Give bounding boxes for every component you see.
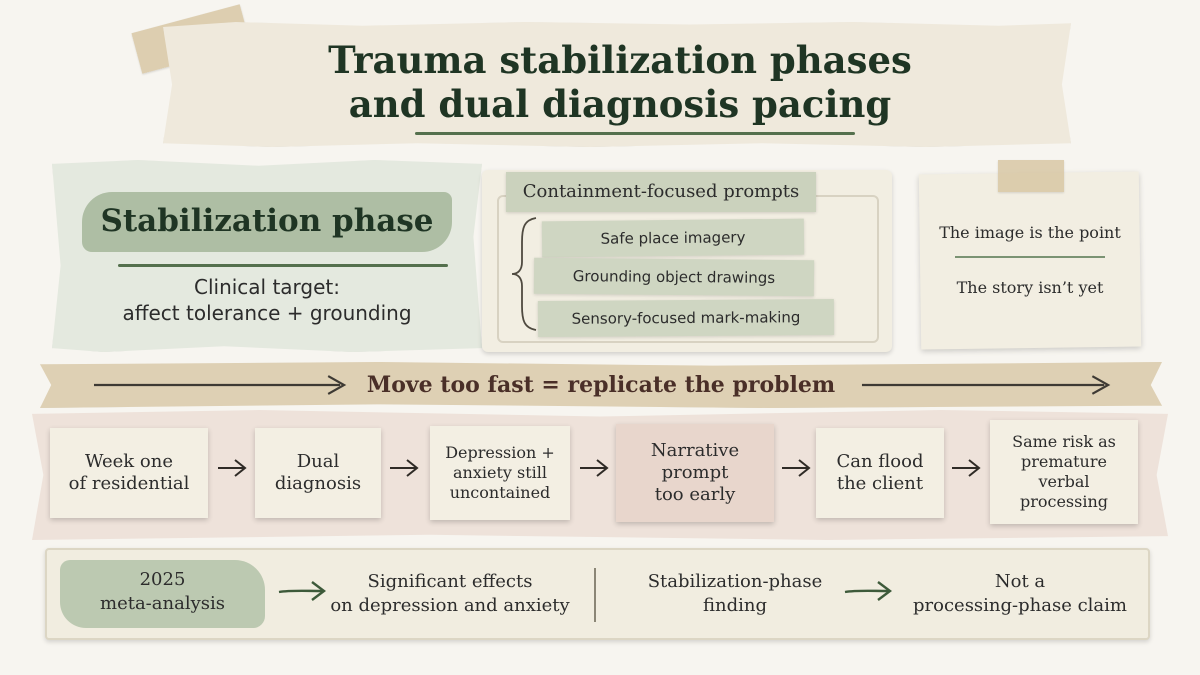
flow-step-1-line-1: Week one bbox=[84, 451, 174, 472]
containment-label: Containment-focused prompts bbox=[522, 181, 800, 202]
prompt-sensory: Sensory-focused mark-making bbox=[571, 308, 801, 328]
finding-line-2: finding bbox=[703, 595, 767, 616]
flow-arrow-icon bbox=[580, 459, 609, 477]
flow-arrow-icon bbox=[218, 459, 247, 477]
meta-analysis-year: 2025 bbox=[139, 569, 186, 590]
flow-step-4-line-2: prompt bbox=[661, 462, 729, 483]
flow-step-5-line-2: the client bbox=[836, 473, 924, 494]
finding-text: Stabilization-phase finding bbox=[630, 570, 840, 618]
title-line-1: Trauma stabilization phases bbox=[328, 38, 912, 82]
banner-right-arrow-icon bbox=[861, 375, 1111, 395]
flow-step-3-line-1: Depression + bbox=[445, 443, 555, 462]
meta-arrow-icon bbox=[278, 581, 326, 601]
prompt-grounding-object: Grounding object drawings bbox=[572, 267, 776, 287]
flow-step-dual-diagnosis: Dual diagnosis bbox=[255, 428, 381, 518]
prompt-strip-1: Safe place imagery bbox=[541, 218, 805, 258]
flow-step-2-line-1: Dual bbox=[296, 451, 340, 472]
flow-step-4-line-3: too early bbox=[654, 484, 736, 505]
effects-text: Significant effects on depression and an… bbox=[330, 570, 570, 618]
stabilization-heading-brushstroke bbox=[82, 192, 452, 252]
flow-arrow-icon bbox=[782, 459, 811, 477]
banner-left-arrow-icon bbox=[93, 375, 347, 395]
claim-text: Not a processing-phase claim bbox=[905, 570, 1135, 618]
banner-text: Move too fast = replicate the problem bbox=[366, 372, 836, 398]
stabilization-heading: Stabilization phase bbox=[100, 203, 434, 239]
title-paper bbox=[163, 22, 1071, 147]
flow-step-1-line-2: of residential bbox=[68, 473, 190, 494]
flow-step-2-line-2: diagnosis bbox=[274, 473, 362, 494]
title-underline bbox=[415, 132, 855, 135]
note-tape bbox=[998, 160, 1064, 192]
flow-step-can-flood: Can flood the client bbox=[816, 428, 944, 518]
meta-analysis-label: 2025 meta-analysis bbox=[60, 568, 265, 616]
flow-step-5-line-1: Can flood bbox=[836, 451, 924, 472]
quote-note bbox=[918, 171, 1142, 350]
flow-step-week-one: Week one of residential bbox=[50, 428, 208, 518]
flow-arrow-icon bbox=[390, 459, 419, 477]
curly-brace-icon bbox=[511, 217, 537, 331]
clinical-target-value: affect tolerance + grounding bbox=[122, 301, 412, 325]
flow-arrow-icon bbox=[952, 459, 981, 477]
flow-step-6-line-4: processing bbox=[1019, 492, 1109, 511]
page-title: Trauma stabilization phases and dual dia… bbox=[230, 38, 1010, 126]
containment-label-strip bbox=[506, 172, 816, 212]
meta-analysis-text: meta-analysis bbox=[100, 593, 225, 614]
prompt-strip-3: Sensory-focused mark-making bbox=[537, 298, 835, 338]
finding-line-1: Stabilization-phase bbox=[647, 571, 823, 592]
flow-row-background bbox=[32, 410, 1168, 540]
flow-step-3-line-2: anxiety still bbox=[453, 463, 547, 482]
effects-line-2: on depression and anxiety bbox=[330, 595, 570, 616]
note-line-1: The image is the point bbox=[939, 223, 1121, 242]
flow-step-4-line-1: Narrative bbox=[650, 440, 740, 461]
flow-step-same-risk: Same risk as premature verbal processing bbox=[990, 420, 1138, 524]
claim-line-1: Not a bbox=[994, 571, 1046, 592]
flow-step-6-line-3: verbal bbox=[1038, 472, 1090, 491]
clinical-target-label: Clinical target: bbox=[193, 275, 341, 299]
prompt-strip-2: Grounding object drawings bbox=[533, 257, 815, 297]
bottom-divider bbox=[594, 568, 596, 622]
flow-step-3-line-3: uncontained bbox=[449, 483, 551, 502]
prompt-safe-place: Safe place imagery bbox=[600, 228, 746, 248]
stabilization-underline bbox=[118, 264, 448, 267]
note-line-2: The story isn’t yet bbox=[956, 278, 1104, 297]
note-divider bbox=[955, 256, 1105, 258]
title-line-2: and dual diagnosis pacing bbox=[348, 82, 892, 126]
flow-step-narrative-prompt: Narrative prompt too early bbox=[616, 424, 774, 522]
meta-analysis-brushstroke bbox=[60, 560, 265, 628]
finding-arrow-icon bbox=[844, 581, 892, 601]
flow-step-depression-anxiety: Depression + anxiety still uncontained bbox=[430, 426, 570, 520]
flow-step-6-line-1: Same risk as bbox=[1012, 432, 1116, 451]
flow-step-6-line-2: premature bbox=[1021, 452, 1107, 471]
claim-line-2: processing-phase claim bbox=[913, 595, 1127, 616]
effects-line-1: Significant effects bbox=[367, 571, 533, 592]
